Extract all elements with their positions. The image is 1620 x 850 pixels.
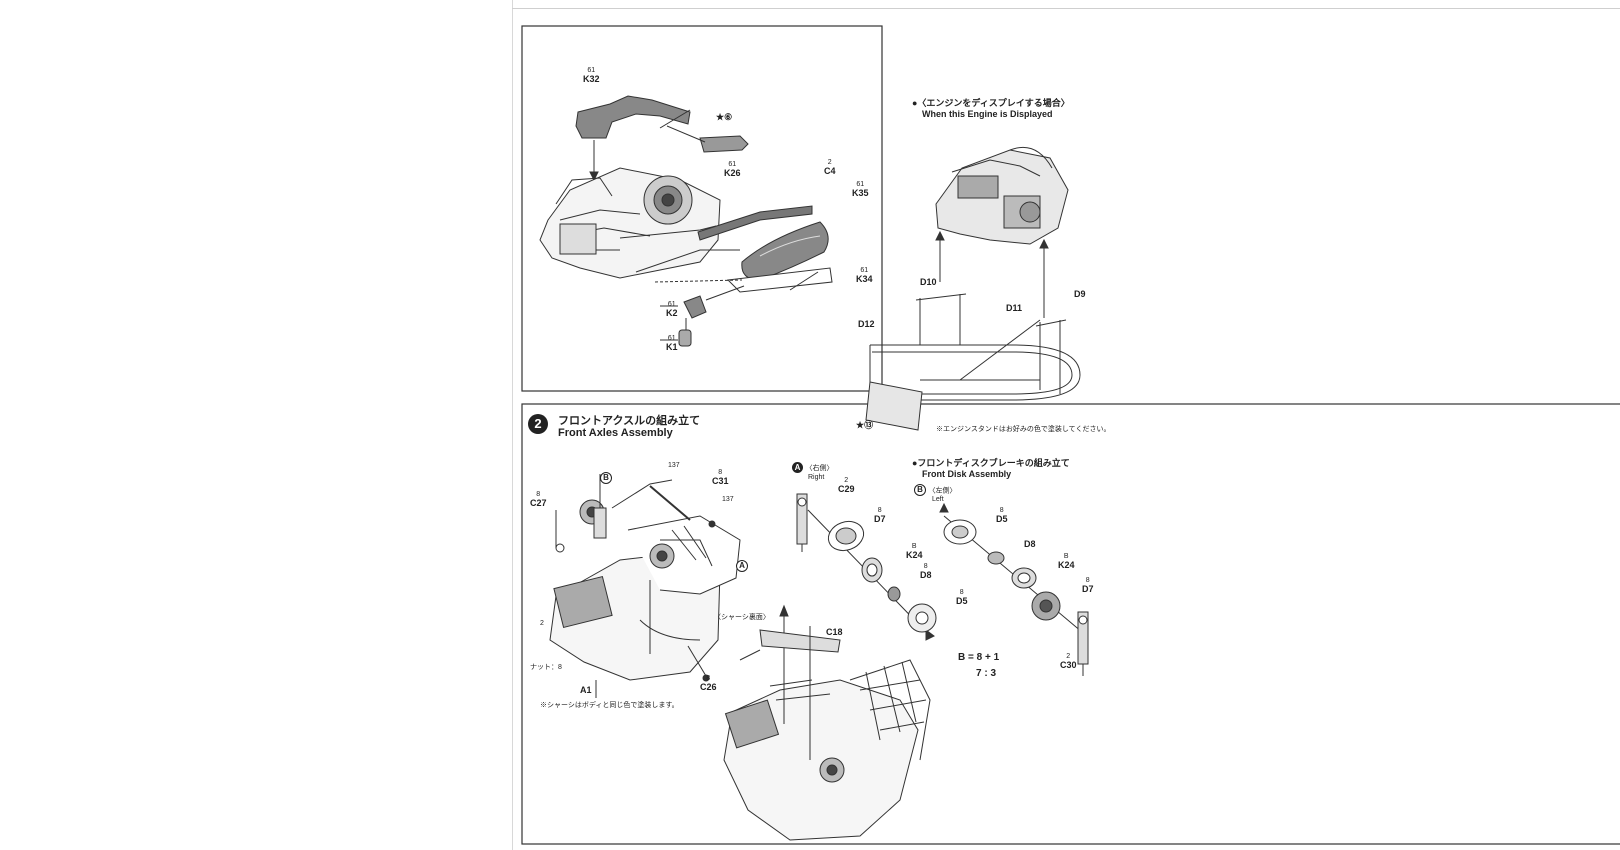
step-number-badge: 2 xyxy=(528,414,548,434)
disk-right-header: A 〈右側〉 xyxy=(792,462,834,474)
part-label-d9: D9 xyxy=(1074,289,1086,299)
part-label-k2: 61 K2 xyxy=(666,301,678,318)
part-label-k1: 61 K1 xyxy=(666,335,678,352)
disk-right-d5: 8 D5 xyxy=(956,589,968,606)
k32-duct xyxy=(575,95,691,139)
part-label-d11: D11 xyxy=(1006,303,1023,313)
mark-a-step2: A xyxy=(736,560,748,572)
disk-right-d8: 8 D8 xyxy=(920,563,932,580)
disk-left-d7: 8 D7 xyxy=(1082,577,1094,594)
chassis-paint-note: ※シャーシはボディと同じ色で塗装します。 xyxy=(540,702,679,709)
mark-b-step2: B xyxy=(600,472,612,484)
k1-part xyxy=(678,329,692,347)
step2-title-en: Front Axles Assembly xyxy=(558,427,673,439)
page-edge xyxy=(512,0,513,850)
ref-mark-stand: ★⑬ xyxy=(856,420,874,430)
part-label-c26: 8 C26 xyxy=(700,675,717,692)
paint-2-left: 2 xyxy=(540,620,544,627)
paint-mix-formula: B = 8 + 1 xyxy=(958,652,1000,663)
disk-right-k24: B K24 xyxy=(906,543,923,560)
part-label-k34: 61 K34 xyxy=(856,267,873,284)
disk-left-k24: B K24 xyxy=(1058,553,1075,570)
disk-right-d7: 8 D7 xyxy=(874,507,886,524)
k2-part xyxy=(683,295,707,319)
display-engine xyxy=(935,149,1069,245)
stand-paint-note: ※エンジンスタンドはお好みの色で塗装してください。 xyxy=(936,426,1111,433)
disk-title-en: Front Disk Assembly xyxy=(922,469,1012,479)
page-top-rule xyxy=(512,8,1620,9)
disk-left-header: B 〈左側〉 xyxy=(914,484,957,496)
part-label-k32: 61 K32 xyxy=(583,67,600,84)
step1-frame xyxy=(521,25,883,392)
part-label-d12: D12 xyxy=(858,319,875,329)
ref-mark-step1: ★⑥ xyxy=(716,112,733,122)
k34-tray xyxy=(726,267,833,293)
disk-left-en: Left xyxy=(932,496,944,503)
part-label-a1: A1 xyxy=(580,685,592,695)
disk-left-d5: 8 D5 xyxy=(996,507,1008,524)
part-label-c4: 2 C4 xyxy=(824,159,836,176)
display-note-en: When this Engine is Displayed xyxy=(922,109,1053,119)
part-label-c18: C18 xyxy=(826,627,843,637)
step2-frame xyxy=(521,403,1620,845)
disk-left-c30: 2 C30 xyxy=(1060,653,1077,670)
disk-right-en: Right xyxy=(808,474,825,481)
part-label-c31: 8 C31 xyxy=(712,469,729,486)
paint-mix-ratio: 7 : 3 xyxy=(976,668,997,679)
part-label-c27: 8 C27 xyxy=(530,491,547,508)
step2-title-jp: フロントアクスルの組み立て xyxy=(558,415,701,427)
paint-137-right: 137 xyxy=(722,496,734,503)
stand-plate xyxy=(865,381,923,431)
chassis-underside xyxy=(723,679,919,841)
display-note-jp: ●〈エンジンをディスプレイする場合〉 xyxy=(912,98,1070,108)
k26-piece xyxy=(699,135,749,153)
engine-body xyxy=(539,167,721,279)
disk-title-jp: ●フロントディスクブレーキの組み立て xyxy=(912,458,1070,468)
chassis-underside-label: 〈シャーシ裏面〉 xyxy=(714,614,770,621)
disk-left-d8: D8 xyxy=(1024,539,1036,549)
part-label-k35: 61 K35 xyxy=(852,181,869,198)
part-label-d10: D10 xyxy=(920,277,937,287)
c4-strip xyxy=(697,205,813,241)
nut-label: ナット：8 xyxy=(530,664,562,671)
paint-137-top: 137 xyxy=(668,462,680,469)
disk-right-c29: 2 C29 xyxy=(838,477,855,494)
part-label-k26: 61 K26 xyxy=(724,161,741,178)
